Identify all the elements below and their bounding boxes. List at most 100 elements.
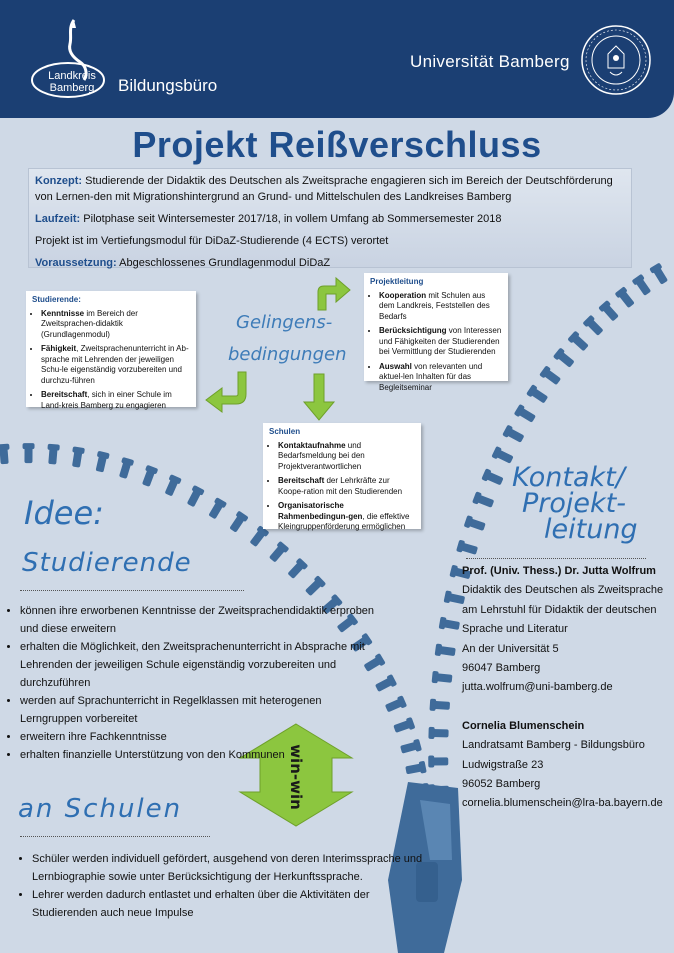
voraussetzung-paragraph: Voraussetzung: Abgeschlossenes Grundlage… <box>35 255 625 271</box>
studierende-heading: Studierende <box>22 548 192 578</box>
zipper-tooth <box>165 474 182 496</box>
list-item: Kontaktaufnahme und Bedarfsmeldung bei d… <box>278 441 415 473</box>
concept-box: Konzept: Studierende der Didaktik des De… <box>28 168 632 271</box>
zipper-tooth <box>337 613 358 633</box>
contact-line: Didaktik des Deutschen als Zweitsprache <box>462 584 664 597</box>
konzept-label: Konzept: <box>35 175 83 187</box>
zipper-tooth <box>72 446 85 468</box>
landkreis-label: Landkreis Bamberg <box>36 70 108 94</box>
zipper-tooth <box>553 348 574 367</box>
studierende-box-title: Studierende: <box>32 295 81 304</box>
contact-line: An der Universität 5 <box>462 642 559 655</box>
zipper-tooth <box>526 384 548 403</box>
zipper-tooth <box>514 404 536 422</box>
voraussetzung-text: Abgeschlossenes Grundlagenmodul DiDaZ <box>116 257 331 269</box>
winwin-label: win-win <box>287 744 305 810</box>
zipper-tooth <box>47 443 60 465</box>
schulen-heading: an Schulen <box>18 794 183 824</box>
contact-line: Landratsamt Bamberg - Bildungsbüro <box>462 739 645 752</box>
landkreis-line1: Landkreis <box>48 70 96 82</box>
list-item: erhalten finanzielle Unterstützung von d… <box>20 746 376 764</box>
item-bold: Auswahl <box>379 361 412 371</box>
zipper-tooth <box>119 457 134 479</box>
contact-name: Cornelia Blumenschein <box>462 719 585 732</box>
zipper-tooth <box>375 674 397 692</box>
zipper-tooth <box>400 739 422 754</box>
zipper-tooth <box>502 425 524 443</box>
zipper-tooth <box>464 515 486 531</box>
item-bold: Organisatorische Rahmenbedingun-gen <box>278 501 363 521</box>
zipper-tooth <box>95 451 110 473</box>
zipper-tooth <box>429 698 450 711</box>
contact-line: Sprache und Literatur <box>462 623 568 636</box>
zipper-tooth <box>393 717 415 733</box>
item-bold: Kooperation <box>379 290 427 300</box>
item-text: der Lehrkräfte zur Koope-ration mit den … <box>278 476 403 496</box>
idee-heading: Idee: <box>24 494 104 532</box>
zipper-tooth <box>22 443 35 464</box>
zipper-tooth <box>230 511 248 532</box>
zipper-tooth <box>615 287 634 308</box>
laufzeit-text: Pilotphase seit Wintersemester 2017/18, … <box>80 213 502 225</box>
list-item: Berücksichtigung von Interessen und Fähi… <box>379 326 502 358</box>
item-bold: Kontaktaufnahme <box>278 440 346 450</box>
zipper-tooth <box>472 491 494 508</box>
list-item: Kenntnisse im Bereich der Zweitsprachen-… <box>41 309 190 341</box>
laufzeit-label: Laufzeit: <box>35 213 81 225</box>
zipper-tooth <box>456 539 478 555</box>
zipper-tooth <box>481 468 503 485</box>
contact-email[interactable]: jutta.wolfrum@uni-bamberg.de <box>462 681 613 694</box>
list-item: werden auf Sprachunterricht in Regelklas… <box>20 692 376 728</box>
zipper-tooth <box>250 525 269 547</box>
university-seal-icon <box>581 25 651 95</box>
list-item: Bereitschaft der Lehrkräfte zur Koope-ra… <box>278 476 415 497</box>
kontakt-heading-line3: leitung <box>544 514 638 545</box>
kontakt-heading-line1: Kontakt/ <box>512 462 625 493</box>
zipper-tooth <box>385 695 407 712</box>
zipper-teeth <box>0 263 668 797</box>
zipper-tooth <box>539 366 561 385</box>
zipper-tooth <box>305 575 326 596</box>
schulen-list: Schüler werden individuell gefördert, au… <box>18 850 438 922</box>
item-bold: Bereitschaft <box>278 476 325 485</box>
list-item: Fähigkeit, Zweitsprachenunterricht in Ab… <box>41 344 190 386</box>
item-text: , sich in einer Schule im Land-kreis Bam… <box>41 390 172 410</box>
projektleitung-box: Projektleitung Kooperation mit Schulen a… <box>364 273 508 392</box>
voraussetzung-label: Voraussetzung: <box>35 257 117 269</box>
zipper-tooth <box>431 671 453 684</box>
list-item: Auswahl von relevanten und aktuel-len In… <box>379 362 502 394</box>
arrow-down-left-icon <box>205 371 247 413</box>
list-item: Bereitschaft, sich in einer Schule im La… <box>41 390 190 411</box>
spacer <box>462 698 662 717</box>
landkreis-bamberg-logo <box>31 19 105 98</box>
zipper-tooth <box>491 446 513 464</box>
zipper-slider-icon <box>388 782 462 953</box>
zipper-tooth <box>449 565 471 579</box>
gelingens-line2: bedingungen <box>228 344 347 365</box>
landkreis-line2: Bamberg <box>49 82 95 94</box>
studierende-list: können ihre erworbenen Kenntnisse der Zw… <box>6 602 376 764</box>
zipper-tooth <box>142 465 158 487</box>
list-item: Kooperation mit Schulen aus dem Landkrei… <box>379 291 502 323</box>
zipper-tooth <box>583 315 603 336</box>
item-bold: Fähigkeit <box>41 344 77 353</box>
arrow-up-right-icon <box>317 276 351 311</box>
list-item: erhalten die Möglichkeit, den Zweitsprac… <box>20 638 376 692</box>
zipper-tooth <box>434 643 456 656</box>
contact-email[interactable]: cornelia.blumenschein@lra-ba.bayern.de <box>462 797 663 810</box>
contact-line: 96052 Bamberg <box>462 778 541 791</box>
zipper-tooth <box>632 274 651 296</box>
zipper-tooth <box>428 755 449 768</box>
contact-name: Prof. (Univ. Thess.) Dr. Jutta Wolfrum <box>462 565 656 577</box>
arrow-down-icon <box>302 373 336 421</box>
kontakt-heading-line2: Projekt- <box>522 488 626 519</box>
list-item: Organisatorische Rahmenbedingun-gen, die… <box>278 501 415 533</box>
item-text: , Zweitsprachenunterricht in Ab-sprache … <box>41 344 189 385</box>
schulen-box: Schulen Kontaktaufnahme und Bedarfsmeldu… <box>263 423 421 531</box>
zipper-tooth <box>322 594 343 614</box>
item-text: im Bereich der Zweitsprachen-didaktik (G… <box>41 308 138 339</box>
zipper-tooth <box>568 331 588 351</box>
list-item: erweitern ihre Fachkenntnisse <box>20 728 376 746</box>
zipper-tooth <box>443 590 465 604</box>
